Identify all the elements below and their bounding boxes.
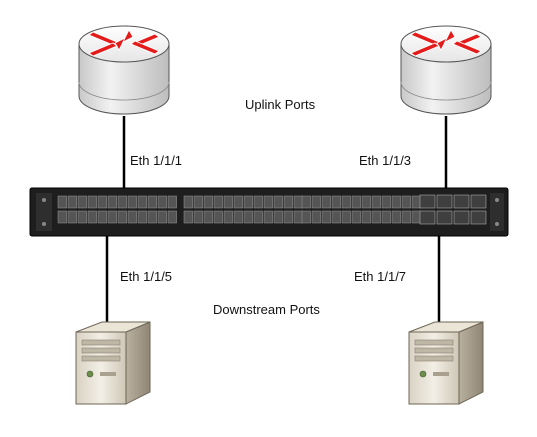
switch-port [127, 210, 137, 224]
switch-port [411, 210, 421, 224]
port-label-eth-1-1-5: Eth 1/1/5 [120, 269, 173, 284]
switch-port [381, 195, 391, 209]
switch-port [361, 195, 371, 209]
switch-port [321, 195, 331, 209]
switch-port [157, 210, 167, 224]
switch-port [107, 195, 117, 209]
downstream-ports-label: Downstream Ports [213, 302, 320, 317]
switch-port [97, 195, 107, 209]
switch-port [147, 195, 157, 209]
switch-port [137, 195, 147, 209]
switch-port [351, 210, 361, 224]
switch-port [263, 195, 273, 209]
switch-uplink-port [470, 210, 487, 225]
switch-port [157, 195, 167, 209]
switch-port [243, 195, 253, 209]
switch-port [117, 210, 127, 224]
switch-port [193, 195, 203, 209]
switch-uplink-port [453, 210, 470, 225]
switch-port [293, 210, 303, 224]
switch-port [57, 210, 67, 224]
switch-port [391, 210, 401, 224]
switch-port [351, 195, 361, 209]
switch-port [371, 195, 381, 209]
switch-port [87, 195, 97, 209]
switch-uplink-port [436, 210, 453, 225]
switch-port [167, 195, 177, 209]
switch-port [341, 210, 351, 224]
switch-port [301, 210, 311, 224]
switch-port [371, 210, 381, 224]
switch-port [57, 195, 67, 209]
switch-port [331, 210, 341, 224]
switch-port [401, 195, 411, 209]
port-label-eth-1-1-3: Eth 1/1/3 [359, 153, 412, 168]
switch-port [213, 210, 223, 224]
switch-port [391, 195, 401, 209]
switch-port [381, 210, 391, 224]
switch-port [107, 210, 117, 224]
switch-port [87, 210, 97, 224]
switch-port [283, 210, 293, 224]
server-tower-icon [75, 321, 151, 405]
server-tower-icon [408, 321, 484, 405]
switch-port [137, 210, 147, 224]
switch-port [77, 195, 87, 209]
switch-port [273, 195, 283, 209]
switch-port [77, 210, 87, 224]
switch-port [127, 195, 137, 209]
switch-port [331, 195, 341, 209]
router-icon [78, 25, 170, 115]
switch-port [283, 195, 293, 209]
switch-port [223, 210, 233, 224]
switch-port [117, 195, 127, 209]
switch-port [341, 195, 351, 209]
switch-uplink-port [470, 194, 487, 209]
switch-port [321, 210, 331, 224]
switch-port [67, 195, 77, 209]
switch-port [253, 195, 263, 209]
switch-port [167, 210, 177, 224]
switch-port [183, 195, 193, 209]
switch-port [401, 210, 411, 224]
link-lines [105, 116, 448, 322]
port-label-eth-1-1-7: Eth 1/1/7 [354, 269, 407, 284]
network-switch-icon [29, 187, 509, 237]
switch-port [147, 210, 157, 224]
switch-port [183, 210, 193, 224]
switch-port [411, 195, 421, 209]
switch-port [253, 210, 263, 224]
switch-port [97, 210, 107, 224]
switch-port [243, 210, 253, 224]
switch-port [293, 195, 303, 209]
switch-port [273, 210, 283, 224]
switch-port [193, 210, 203, 224]
switch-port [223, 195, 233, 209]
port-label-eth-1-1-1: Eth 1/1/1 [130, 153, 183, 168]
switch-port [311, 195, 321, 209]
switch-uplink-port [419, 194, 436, 209]
switch-port [203, 195, 213, 209]
switch-port [263, 210, 273, 224]
switch-port [301, 195, 311, 209]
switch-port [203, 210, 213, 224]
switch-port [311, 210, 321, 224]
switch-uplink-port [436, 194, 453, 209]
switch-uplink-port [419, 210, 436, 225]
switch-port [361, 210, 371, 224]
switch-uplink-port [453, 194, 470, 209]
switch-port [213, 195, 223, 209]
switch-port [233, 210, 243, 224]
switch-port [67, 210, 77, 224]
switch-port [233, 195, 243, 209]
uplink-ports-label: Uplink Ports [245, 97, 316, 112]
router-icon [400, 25, 492, 115]
